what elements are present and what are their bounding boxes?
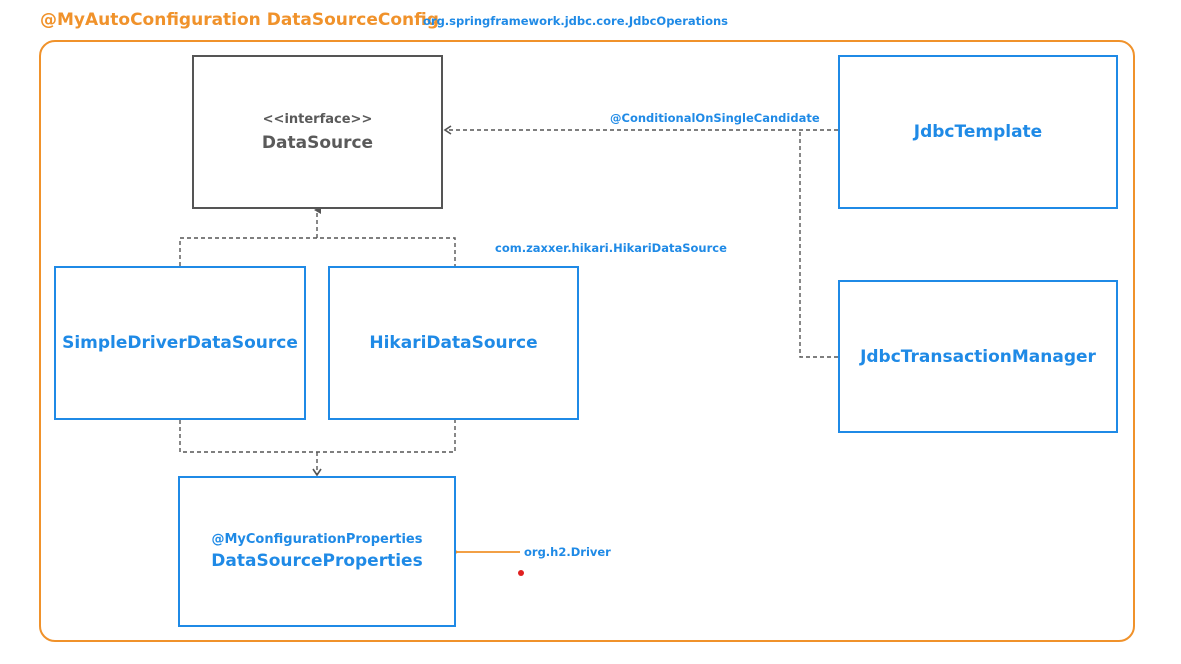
simple-driver-datasource-name: SimpleDriverDataSource (62, 333, 298, 353)
interface-stereotype: <<interface>> (262, 111, 373, 127)
datasource-properties-box: @MyConfigurationProperties DataSourcePro… (178, 476, 456, 627)
configuration-properties-annotation: @MyConfigurationProperties (211, 532, 423, 547)
jdbc-transaction-manager-box: JdbcTransactionManager (838, 280, 1118, 433)
jdbc-template-name: JdbcTemplate (913, 122, 1043, 142)
h2-driver-label: org.h2.Driver (524, 545, 611, 559)
hikari-datasource-box: HikariDataSource (328, 266, 579, 420)
conditional-label: @ConditionalOnSingleCandidate (610, 111, 820, 125)
datasource-properties-name: DataSourceProperties (211, 551, 423, 571)
config-title: @MyAutoConfiguration DataSourceConfig (40, 10, 439, 30)
datasource-name: DataSource (261, 132, 374, 153)
hikari-class-label: com.zaxxer.hikari.HikariDataSource (495, 241, 727, 255)
jdbc-transaction-manager-name: JdbcTransactionManager (860, 346, 1096, 367)
jdbc-template-box: JdbcTemplate (838, 55, 1118, 209)
config-container (39, 40, 1135, 642)
datasource-interface-box: <<interface>> DataSource (192, 55, 443, 209)
config-subtitle: org.springframework.jdbc.core.JdbcOperat… (423, 14, 729, 28)
simple-driver-datasource-box: SimpleDriverDataSource (54, 266, 306, 420)
hikari-datasource-name: HikariDataSource (369, 333, 538, 353)
